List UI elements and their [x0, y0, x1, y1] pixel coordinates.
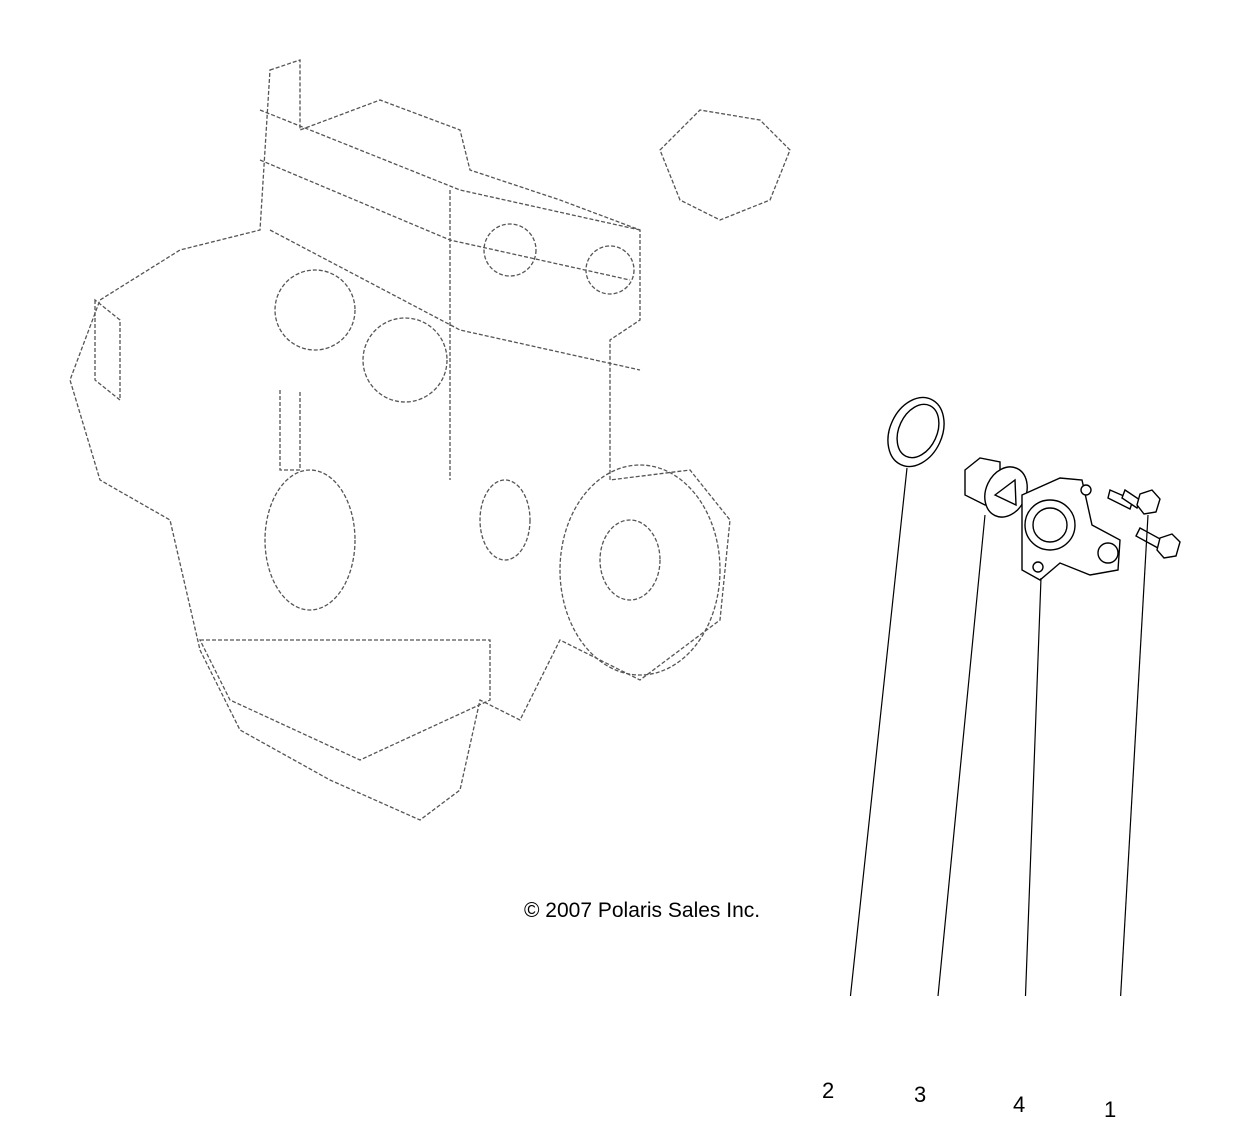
- engine-ghost-drawing: [70, 60, 790, 820]
- thermostat-housing-part[interactable]: [1022, 478, 1120, 580]
- callout-2[interactable]: 2: [822, 1078, 834, 1104]
- callout-3[interactable]: 3: [914, 1082, 926, 1108]
- bolt-upper-part[interactable]: [1136, 528, 1180, 558]
- callout-1[interactable]: 1: [1104, 1097, 1116, 1123]
- copyright-notice: © 2007 Polaris Sales Inc.: [524, 899, 760, 923]
- bolt-lower-part[interactable]: [21, 60, 1160, 514]
- parts-diagram: [0, 0, 1257, 996]
- seal-ring-part[interactable]: [877, 388, 955, 475]
- callout-4[interactable]: 4: [1013, 1092, 1025, 1118]
